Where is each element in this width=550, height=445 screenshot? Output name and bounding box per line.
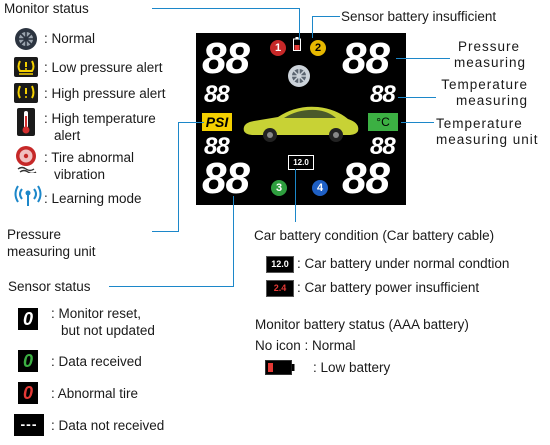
- sensor-battery-label: Sensor battery insufficient: [341, 9, 497, 24]
- monitor-battery-heading: Monitor battery status (AAA battery): [255, 317, 469, 332]
- digit-green-icon: 0: [18, 350, 38, 372]
- leader-sensor-status-h: [109, 286, 234, 287]
- digit-white-icon: 0: [18, 308, 38, 330]
- battery-normal-label: : Car battery under normal condtion: [297, 256, 510, 271]
- car-battery-heading: Car battery condition (Car battery cable…: [254, 228, 495, 243]
- learning-mode-icon: [14, 185, 42, 206]
- front-right-pressure: 88: [342, 34, 390, 83]
- leader-pressure: [396, 58, 450, 59]
- leader-psi-h: [152, 231, 179, 232]
- high-pressure-label: : High pressure alert: [44, 86, 166, 101]
- battery-low-label: : Car battery power insufficient: [297, 280, 480, 295]
- psi-unit: PSI: [202, 113, 232, 131]
- pressure-unit-label: Pressure measuring unit: [7, 227, 96, 259]
- leader-sensor-status-v: [233, 196, 234, 286]
- sensor-status-heading: Sensor status: [8, 279, 91, 294]
- car-icon: [243, 106, 359, 142]
- leader-monitor-status-v: [299, 8, 300, 40]
- sensor-badge-1: 1: [270, 40, 286, 56]
- leader-temperature: [398, 97, 436, 98]
- leader-psi-v: [178, 122, 179, 231]
- monitor-reset-label: : Monitor reset, but not updated: [51, 306, 155, 338]
- rear-left-temp: 88: [204, 133, 230, 160]
- high-temperature-label: : High temperature alert: [44, 111, 156, 143]
- sensor-battery-icon: [293, 37, 301, 51]
- battery-voltage-display: 12.0: [288, 155, 314, 170]
- monitor-status-heading: Monitor status: [4, 1, 89, 16]
- leader-monitor-status: [152, 8, 300, 9]
- rear-right-pressure: 88: [342, 154, 390, 203]
- monitor-display: 88 88 88 88 88 88 88 88 PSI °C 1 2 3 4 1…: [196, 33, 406, 205]
- rear-left-pressure: 88: [202, 154, 250, 203]
- leader-temp-unit: [401, 122, 434, 123]
- low-pressure-icon: [14, 57, 38, 77]
- abnormal-tire-label: : Abnormal tire: [51, 386, 139, 401]
- monitor-battery-normal-label: No icon : Normal: [255, 338, 356, 353]
- celsius-unit: °C: [368, 113, 398, 131]
- pressure-measuring-label: Pressure measuring: [454, 39, 527, 70]
- front-left-pressure: 88: [202, 34, 250, 83]
- learning-mode-label: : Learning mode: [44, 191, 142, 206]
- temperature-unit-label: Temperature measuring unit: [436, 116, 539, 147]
- low-battery-icon: [265, 360, 295, 375]
- center-tire-icon: [288, 65, 310, 87]
- dash-box-icon: ---: [14, 414, 44, 436]
- front-left-temp: 88: [204, 81, 230, 108]
- monitor-battery-low-label: : Low battery: [313, 360, 391, 375]
- tire-icon: [15, 28, 37, 50]
- temperature-measuring-label: Temperature measuring: [441, 77, 528, 108]
- sensor-badge-4: 4: [312, 180, 328, 196]
- data-received-label: : Data received: [51, 354, 142, 369]
- low-pressure-label: : Low pressure alert: [44, 60, 163, 75]
- tire-vibration-label: : Tire abnormal vibration: [44, 150, 135, 182]
- leader-psi: [178, 122, 204, 123]
- battery-normal-icon: 12.0: [266, 256, 294, 273]
- leader-sensor-battery: [312, 16, 340, 17]
- sensor-badge-3: 3: [271, 180, 287, 196]
- high-temperature-icon: [17, 108, 35, 136]
- data-not-received-label: : Data not received: [51, 418, 165, 433]
- rear-right-temp: 88: [370, 133, 396, 160]
- leader-sensor-battery-v: [312, 16, 313, 38]
- leader-car-battery: [295, 169, 296, 222]
- sensor-badge-2: 2: [310, 40, 326, 56]
- battery-low-icon: 2.4: [266, 280, 294, 297]
- front-right-temp: 88: [370, 81, 396, 108]
- tire-vibration-icon: [16, 146, 37, 173]
- high-pressure-icon: [14, 83, 38, 103]
- digit-red-icon: 0: [18, 382, 38, 404]
- normal-label: : Normal: [44, 31, 96, 46]
